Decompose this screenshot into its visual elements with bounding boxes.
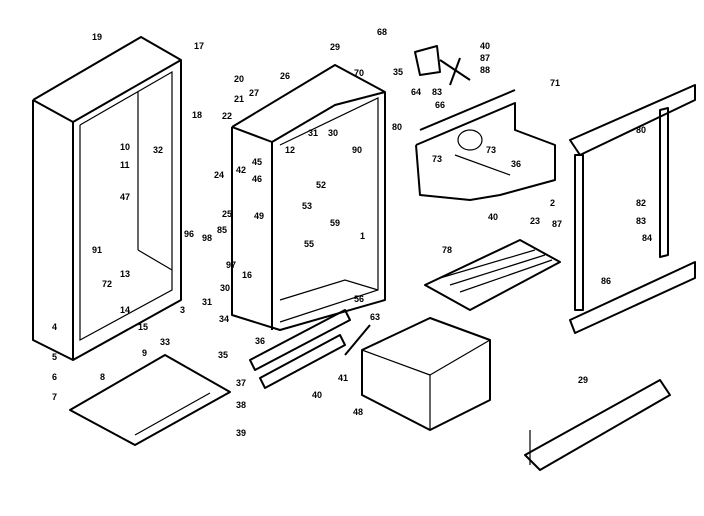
callout-83: 83 xyxy=(432,87,442,97)
callout-68: 68 xyxy=(377,27,387,37)
callout-80: 80 xyxy=(636,125,646,135)
callout-35: 35 xyxy=(218,350,228,360)
fan-assembly xyxy=(414,45,471,86)
callout-24: 24 xyxy=(214,170,224,180)
callout-36: 36 xyxy=(511,159,521,169)
callout-30: 30 xyxy=(328,128,338,138)
callout-49: 49 xyxy=(254,211,264,221)
callout-14: 14 xyxy=(120,305,130,315)
callout-31: 31 xyxy=(308,128,318,138)
callout-26: 26 xyxy=(280,71,290,81)
cabinet-shell xyxy=(32,36,182,361)
callout-85: 85 xyxy=(217,225,227,235)
callout-88: 88 xyxy=(480,65,490,75)
callout-32: 32 xyxy=(153,145,163,155)
callout-64: 64 xyxy=(411,87,421,97)
callout-55: 55 xyxy=(304,239,314,249)
callout-42: 42 xyxy=(236,165,246,175)
callout-53: 53 xyxy=(302,201,312,211)
callout-33: 33 xyxy=(160,337,170,347)
callout-7: 7 xyxy=(52,392,57,402)
callout-21: 21 xyxy=(234,94,244,104)
callout-37: 37 xyxy=(236,378,246,388)
callout-4: 4 xyxy=(52,322,57,332)
callout-36: 36 xyxy=(255,336,265,346)
callout-40: 40 xyxy=(480,41,490,51)
callout-10: 10 xyxy=(120,142,130,152)
callout-73: 73 xyxy=(486,145,496,155)
callout-30: 30 xyxy=(220,283,230,293)
callout-63: 63 xyxy=(370,312,380,322)
callout-6: 6 xyxy=(52,372,57,382)
callout-17: 17 xyxy=(194,41,204,51)
callout-71: 71 xyxy=(550,78,560,88)
callout-1: 1 xyxy=(360,231,365,241)
callout-25: 25 xyxy=(222,209,232,219)
callout-31: 31 xyxy=(202,297,212,307)
callout-3: 3 xyxy=(180,305,185,315)
callout-87: 87 xyxy=(480,53,490,63)
crisper-rails xyxy=(249,309,371,389)
cabinet-liner xyxy=(231,64,386,331)
callout-73: 73 xyxy=(432,154,442,164)
callout-96: 96 xyxy=(184,229,194,239)
callout-15: 15 xyxy=(138,322,148,332)
drain-pan xyxy=(69,354,231,446)
callout-5: 5 xyxy=(52,352,57,362)
callout-23: 23 xyxy=(530,216,540,226)
callout-82: 82 xyxy=(636,198,646,208)
callout-29: 29 xyxy=(330,42,340,52)
door-frame xyxy=(569,84,696,334)
callout-20: 20 xyxy=(234,74,244,84)
callout-86: 86 xyxy=(601,276,611,286)
callout-22: 22 xyxy=(222,111,232,121)
callout-66: 66 xyxy=(435,100,445,110)
callout-46: 46 xyxy=(252,174,262,184)
callout-59: 59 xyxy=(330,218,340,228)
callout-52: 52 xyxy=(316,180,326,190)
callout-27: 27 xyxy=(249,88,259,98)
callout-8: 8 xyxy=(100,372,105,382)
callout-18: 18 xyxy=(192,110,202,120)
callout-47: 47 xyxy=(120,192,130,202)
wire-shelf xyxy=(424,239,561,311)
callout-29: 29 xyxy=(578,375,588,385)
evaporator-cover xyxy=(415,89,556,201)
callout-87: 87 xyxy=(552,219,562,229)
callout-2: 2 xyxy=(550,198,555,208)
callout-41: 41 xyxy=(338,373,348,383)
callout-35: 35 xyxy=(393,67,403,77)
callout-48: 48 xyxy=(353,407,363,417)
callout-98: 98 xyxy=(202,233,212,243)
callout-83: 83 xyxy=(636,216,646,226)
wire-basket xyxy=(361,317,491,431)
callout-40: 40 xyxy=(488,212,498,222)
callout-16: 16 xyxy=(242,270,252,280)
callout-80: 80 xyxy=(392,122,402,132)
callout-91: 91 xyxy=(92,245,102,255)
callout-84: 84 xyxy=(642,233,652,243)
callout-11: 11 xyxy=(120,160,130,170)
callout-9: 9 xyxy=(142,348,147,358)
callout-13: 13 xyxy=(120,269,130,279)
callout-97: 97 xyxy=(226,260,236,270)
callout-38: 38 xyxy=(236,400,246,410)
callout-56: 56 xyxy=(354,294,364,304)
toe-grille xyxy=(524,379,671,471)
callout-72: 72 xyxy=(102,279,112,289)
callout-45: 45 xyxy=(252,157,262,167)
callout-70: 70 xyxy=(354,68,364,78)
callout-39: 39 xyxy=(236,428,246,438)
callout-34: 34 xyxy=(219,314,229,324)
callout-19: 19 xyxy=(92,32,102,42)
callout-12: 12 xyxy=(285,145,295,155)
callout-90: 90 xyxy=(352,145,362,155)
callout-78: 78 xyxy=(442,245,452,255)
callout-40: 40 xyxy=(312,390,322,400)
